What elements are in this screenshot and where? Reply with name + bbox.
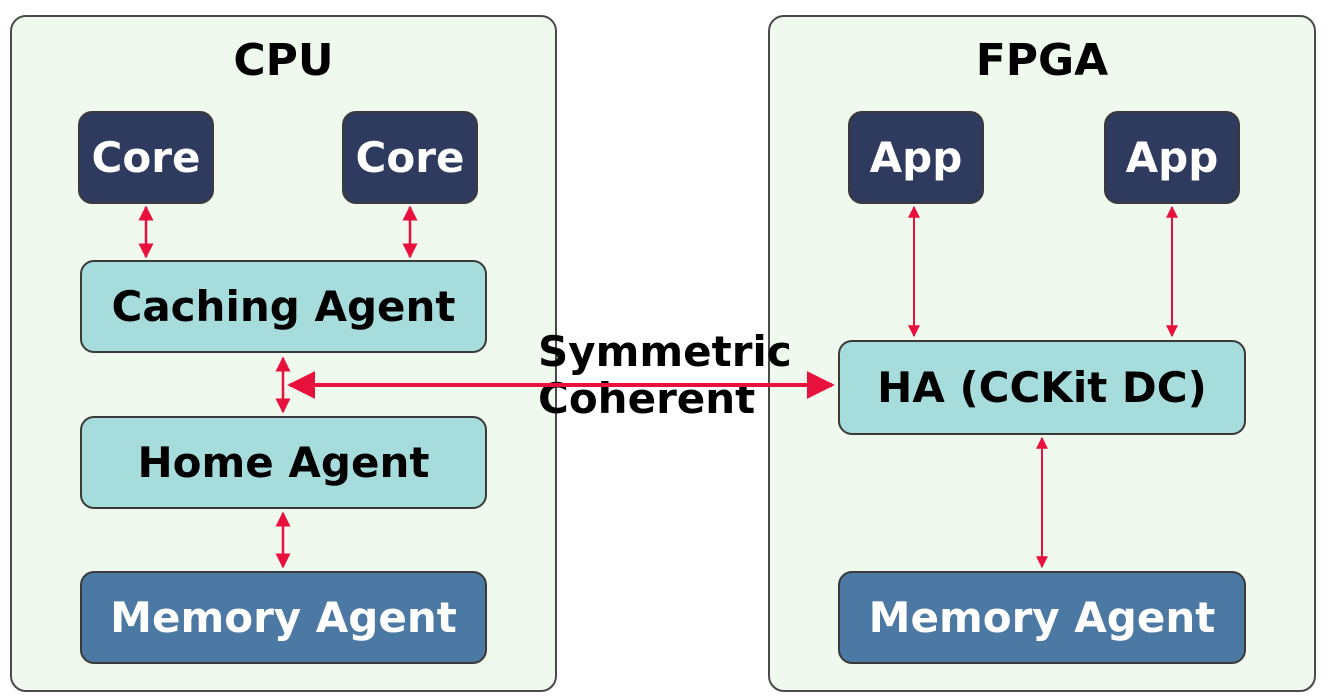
link-label-line1: Symmetric [538, 327, 792, 376]
fpga-title: FPGA [975, 35, 1109, 86]
home-agent: Home Agent [80, 416, 487, 509]
fpga-memory-agent: Memory Agent [838, 571, 1246, 664]
cpu-core-right: Core [342, 111, 478, 204]
caching-agent: Caching Agent [80, 260, 487, 353]
fpga-app-left: App [848, 111, 984, 204]
fpga-app-right: App [1104, 111, 1240, 204]
cpu-title: CPU [233, 35, 334, 86]
cpu-core-left: Core [78, 111, 214, 204]
cpu-memory-agent: Memory Agent [80, 571, 487, 664]
ha-cckit-dc: HA (CCKit DC) [838, 340, 1246, 435]
